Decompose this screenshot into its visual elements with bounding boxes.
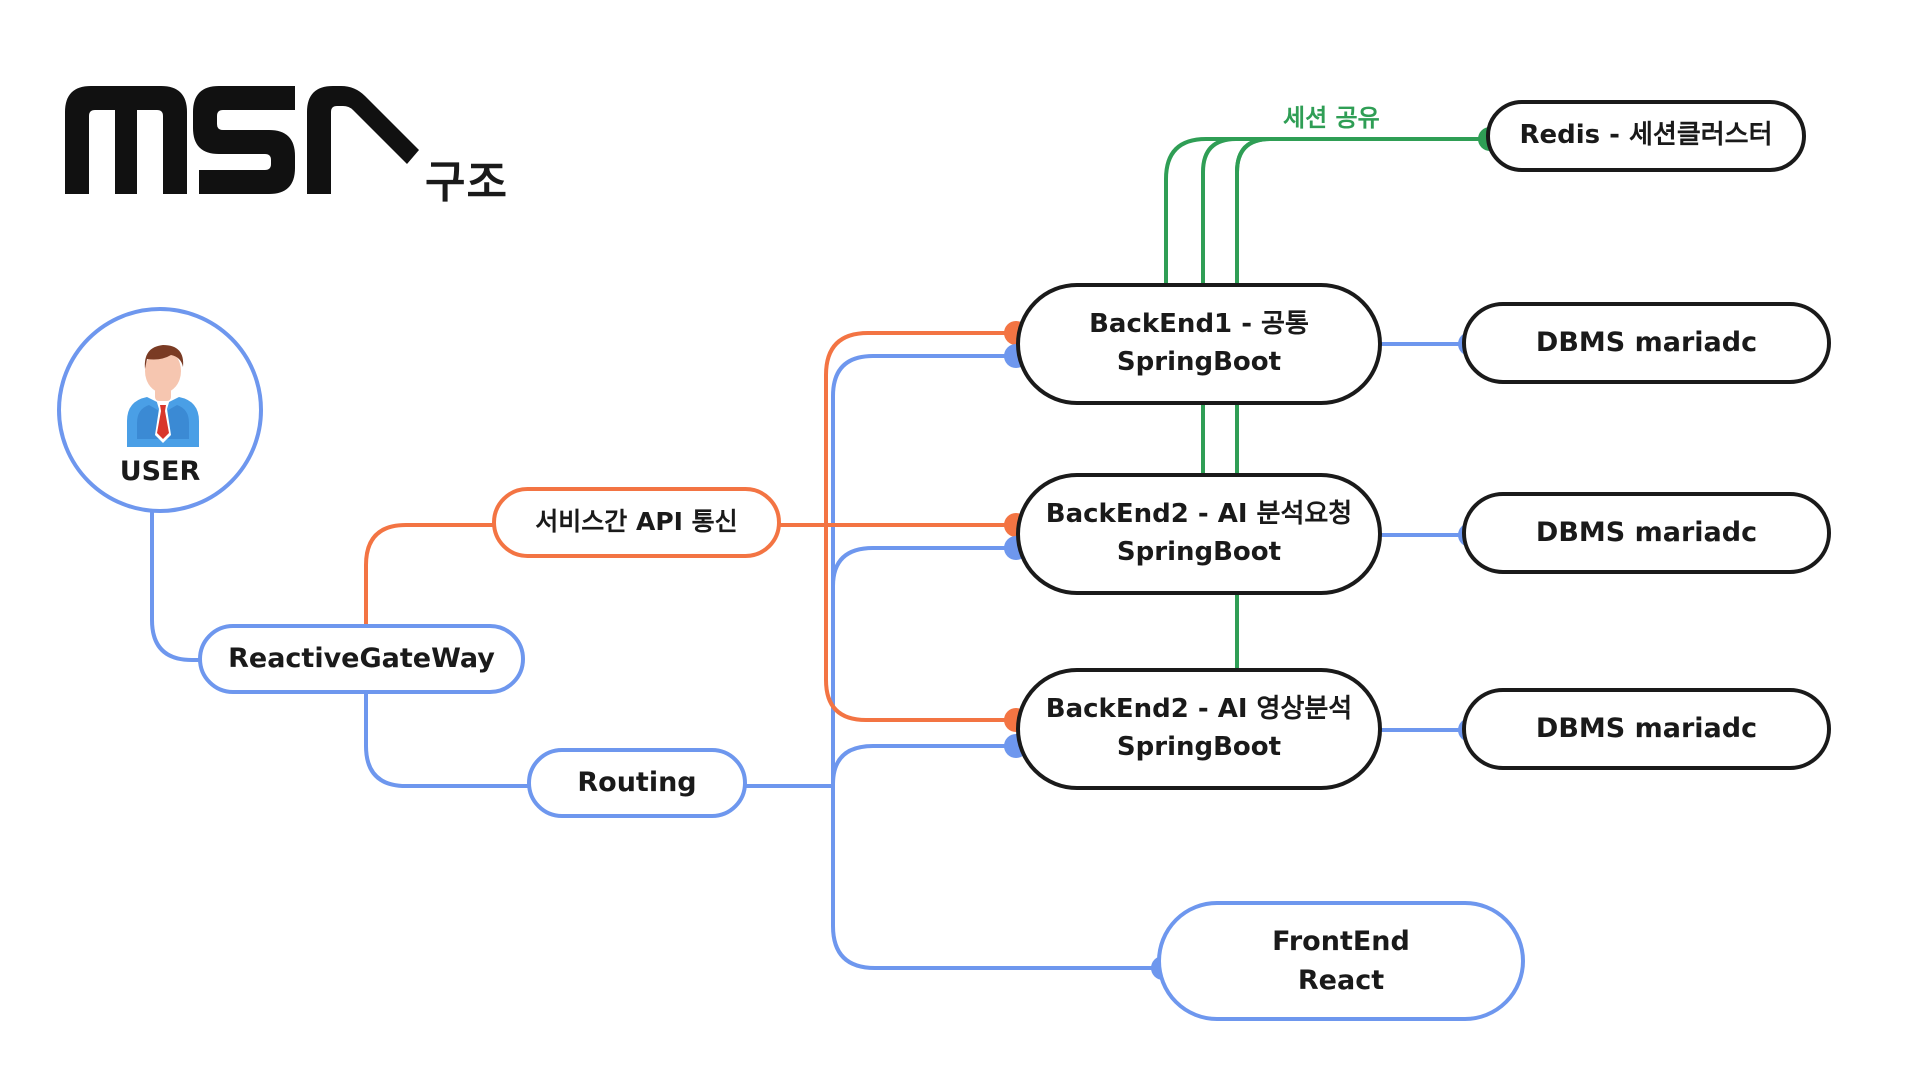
backend3-title: BackEnd2 - AI 영상분석 bbox=[1045, 694, 1353, 725]
dbms3-label: DBMS mariadc bbox=[1535, 713, 1758, 745]
logo-subtitle: 구조 bbox=[425, 157, 508, 208]
backend2-subtitle: SpringBoot bbox=[1116, 537, 1282, 567]
session-line-main bbox=[1164, 137, 1490, 285]
dbms2-node[interactable]: DBMS mariadc bbox=[1462, 492, 1831, 574]
gateway-to-api-line bbox=[364, 523, 496, 626]
session-line-3 bbox=[1235, 137, 1272, 285]
redis-node[interactable]: Redis - 세션클러스터 bbox=[1486, 100, 1806, 172]
backend1-subtitle: SpringBoot bbox=[1116, 347, 1282, 377]
dbms1-node[interactable]: DBMS mariadc bbox=[1462, 302, 1831, 384]
routing-node[interactable]: Routing bbox=[527, 748, 747, 818]
dbms2-label: DBMS mariadc bbox=[1535, 517, 1758, 549]
frontend-subtitle: React bbox=[1297, 965, 1385, 996]
frontend-title: FrontEnd bbox=[1272, 925, 1410, 957]
reactive-gateway-node[interactable]: ReactiveGateWay bbox=[198, 624, 525, 694]
routing-to-be1-line bbox=[743, 354, 1018, 788]
routing-to-be3-line bbox=[831, 744, 1018, 786]
api-to-be3-line bbox=[824, 523, 1018, 722]
routing-to-be2-line bbox=[831, 546, 1018, 588]
user-label: USER bbox=[119, 456, 201, 487]
user-to-gateway-line bbox=[150, 511, 202, 662]
user-node[interactable]: USER bbox=[57, 307, 263, 513]
backend1-node[interactable]: BackEnd1 - 공통 SpringBoot bbox=[1016, 283, 1382, 405]
session-line-2 bbox=[1201, 137, 1238, 285]
dbms1-label: DBMS mariadc bbox=[1535, 327, 1758, 359]
gateway-to-routing-line bbox=[364, 692, 531, 788]
dbms3-node[interactable]: DBMS mariadc bbox=[1462, 688, 1831, 770]
reactive-gateway-label: ReactiveGateWay bbox=[228, 643, 495, 675]
api-to-be1-line bbox=[824, 331, 1018, 527]
backend3-node[interactable]: BackEnd2 - AI 영상분석 SpringBoot bbox=[1016, 668, 1382, 790]
routing-to-fe-line bbox=[831, 784, 1161, 970]
backend3-subtitle: SpringBoot bbox=[1116, 732, 1282, 762]
routing-label: Routing bbox=[577, 767, 697, 799]
user-avatar-icon bbox=[127, 345, 199, 447]
msa-logo bbox=[65, 86, 419, 194]
service-api-label: 서비스간 API 통신 bbox=[535, 507, 738, 537]
frontend-node[interactable]: FrontEnd React bbox=[1157, 901, 1525, 1021]
redis-label: Redis - 세션클러스터 bbox=[1519, 120, 1773, 151]
service-api-node[interactable]: 서비스간 API 통신 bbox=[492, 487, 781, 558]
backend1-title: BackEnd1 - 공통 bbox=[1089, 309, 1309, 340]
backend2-title: BackEnd2 - AI 분석요청 bbox=[1045, 499, 1353, 530]
backend2-node[interactable]: BackEnd2 - AI 분석요청 SpringBoot bbox=[1016, 473, 1382, 595]
session-share-label: 세션 공유 bbox=[1283, 104, 1380, 132]
session-line-4 bbox=[1235, 137, 1272, 285]
